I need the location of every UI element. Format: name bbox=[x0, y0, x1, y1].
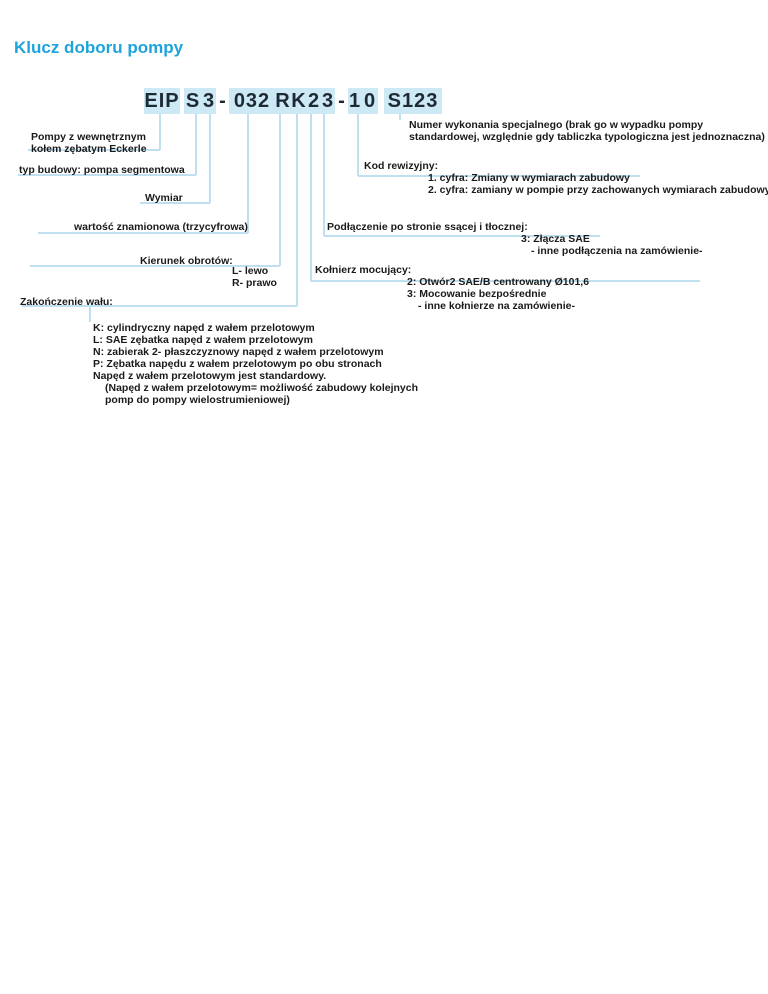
label-numer-2: standardowej, względnie gdy tabliczka ty… bbox=[409, 131, 765, 143]
code-segment-r: R bbox=[275, 88, 291, 114]
label-zakonczenie: Zakończenie wału: bbox=[20, 296, 113, 308]
shaft-note-2: (Napęd z wałem przelotowym= możliwość za… bbox=[105, 382, 419, 394]
label-pompy-1: Pompy z wewnętrznym bbox=[31, 131, 146, 143]
label-kolnierz: Kołnierz mocujący: bbox=[315, 264, 412, 276]
label-podlaczenie: Podłączenie po stronie ssącej i tłocznej… bbox=[327, 221, 528, 233]
code-segment-1: 1 bbox=[348, 88, 362, 114]
code-segment-3b: 3 bbox=[321, 88, 335, 114]
code-segment-2: 2 bbox=[307, 88, 321, 114]
label-typ: typ budowy: pompa segmentowa bbox=[19, 164, 185, 176]
code-segment-s123: S123 bbox=[384, 88, 442, 114]
label-podlaczenie-3: 3: Złącza SAE bbox=[521, 233, 590, 245]
label-wymiar: Wymiar bbox=[145, 192, 183, 204]
shaft-option-k: K: cylindryczny napęd z wałem przelotowy… bbox=[93, 322, 315, 334]
label-wartosc: wartość znamionowa (trzycyfrowa) bbox=[74, 221, 248, 233]
shaft-note-3: pomp do pompy wielostrumieniowej) bbox=[105, 394, 290, 406]
label-kolnierz-inne: - inne kołnierze na zamówienie- bbox=[418, 300, 575, 312]
label-prawo: R- prawo bbox=[232, 277, 277, 289]
code-segment-0: 0 bbox=[362, 88, 378, 114]
code-dash-1: - bbox=[219, 90, 227, 112]
label-numer-1: Numer wykonania specjalnego (brak go w w… bbox=[409, 119, 704, 131]
shaft-option-p: P: Zębatka napędu z wałem przelotowym po… bbox=[93, 358, 382, 370]
page-title: Klucz doboru pompy bbox=[14, 38, 184, 57]
code-segment-eip: EIP bbox=[144, 88, 180, 114]
label-kierunek: Kierunek obrotów: bbox=[140, 255, 233, 267]
code-segment-3: 3 bbox=[202, 88, 216, 114]
label-kod: Kod rewizyjny: bbox=[364, 160, 439, 172]
label-kod-1: 1. cyfra: Zmiany w wymiarach zabudowy bbox=[428, 172, 630, 184]
shaft-option-n: N: zabierak 2- płaszczyznowy napęd z wał… bbox=[93, 346, 384, 358]
shaft-note: Napęd z wałem przelotowym jest standardo… bbox=[93, 370, 327, 382]
label-podlaczenie-inne: - inne podłączenia na zamówienie- bbox=[531, 245, 703, 257]
label-kolnierz-3: 3: Mocowanie bezpośrednie bbox=[407, 288, 547, 300]
label-pompy-2: kołem zębatym Eckerle bbox=[31, 143, 147, 155]
code-segment-s: S bbox=[184, 88, 202, 114]
shaft-option-l: L: SAE zębatka napęd z wałem przelotowym bbox=[93, 334, 313, 346]
code-dash-2: - bbox=[338, 90, 346, 112]
label-lewo: L- lewo bbox=[232, 265, 269, 277]
code-segment-k: K bbox=[291, 88, 307, 114]
code-segment-032: 032 bbox=[229, 88, 275, 114]
label-kolnierz-2: 2: Otwór2 SAE/B centrowany Ø101,6 bbox=[407, 276, 590, 288]
label-kod-2: 2. cyfra: zamiany w pompie przy zachowan… bbox=[428, 184, 768, 196]
